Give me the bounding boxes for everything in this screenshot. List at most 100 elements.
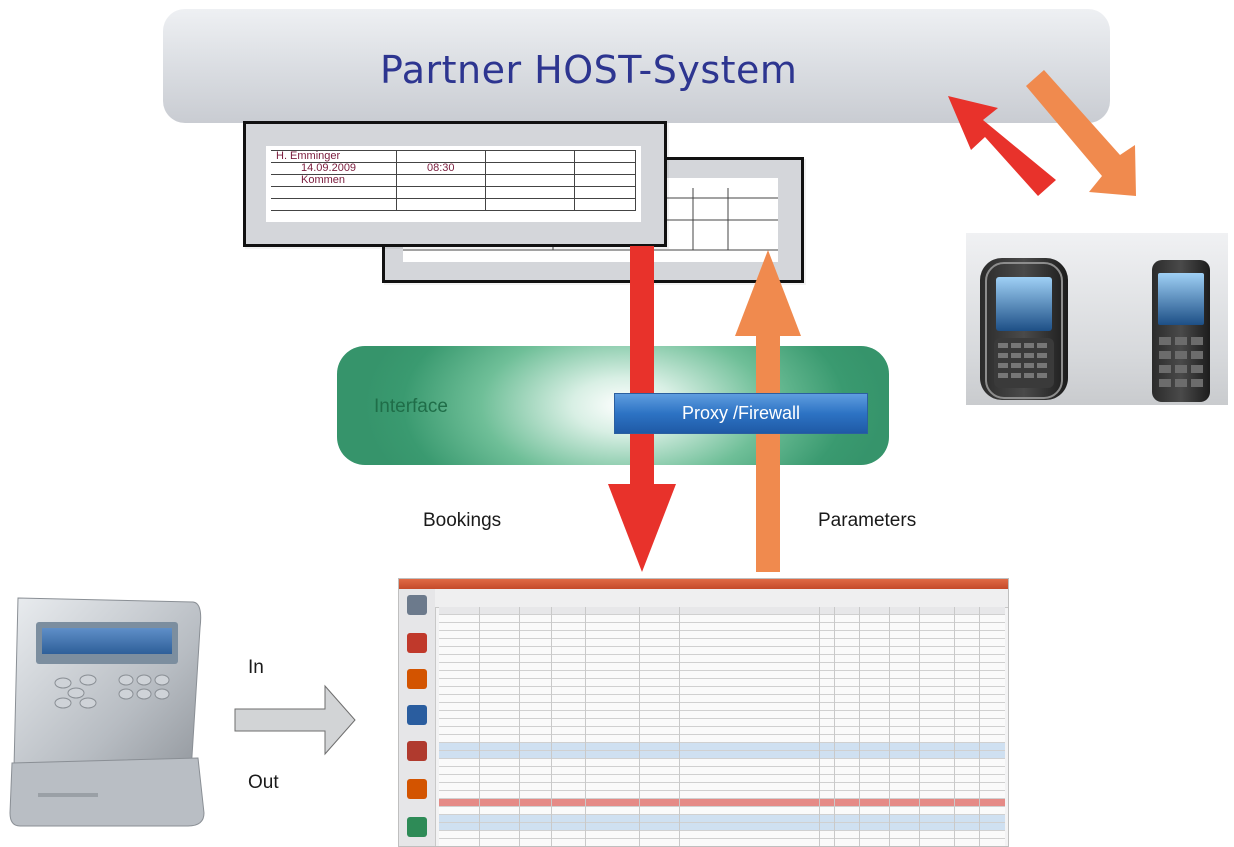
table-cell: 08:30 bbox=[396, 162, 486, 175]
table-row: Kommen bbox=[271, 174, 636, 187]
mobile-phone-icon bbox=[1152, 260, 1210, 402]
grid-row bbox=[439, 719, 1005, 727]
grid-row bbox=[439, 647, 1005, 655]
table-cell bbox=[396, 174, 486, 187]
table-cell bbox=[271, 198, 397, 211]
parameters-arrow bbox=[735, 250, 801, 572]
out-label: Out bbox=[248, 772, 279, 793]
grid-row bbox=[439, 743, 1005, 751]
app-toolbar bbox=[435, 589, 1008, 608]
table-cell: H. Emminger bbox=[271, 150, 397, 163]
sidebar-button bbox=[407, 817, 427, 837]
table-cell bbox=[396, 186, 486, 199]
booking-grid bbox=[439, 607, 1005, 846]
sidebar-button bbox=[407, 633, 427, 653]
table-cell bbox=[574, 150, 636, 163]
grid-column-line bbox=[585, 607, 586, 846]
interface-label: Interface bbox=[374, 396, 448, 417]
grid-column-line bbox=[639, 607, 640, 846]
table-cell bbox=[396, 198, 486, 211]
table-cell bbox=[485, 198, 575, 211]
sidebar-button bbox=[407, 705, 427, 725]
grid-column-line bbox=[479, 607, 480, 846]
grid-row bbox=[439, 631, 1005, 639]
document-front-sheet: H. Emminger 14.09.2009 08:30 Kommen bbox=[266, 146, 641, 222]
sidebar-button bbox=[407, 779, 427, 799]
grid-column-line bbox=[889, 607, 890, 846]
grid-row bbox=[439, 735, 1005, 743]
table-row: H. Emminger bbox=[271, 150, 636, 163]
table-row: 14.09.2009 08:30 bbox=[271, 162, 636, 175]
grid-row bbox=[439, 711, 1005, 719]
time-tracking-app-screenshot bbox=[398, 578, 1009, 847]
grid-column-line bbox=[819, 607, 820, 846]
grid-row bbox=[439, 615, 1005, 623]
grid-row bbox=[439, 639, 1005, 647]
booking-record-table: H. Emminger 14.09.2009 08:30 Kommen bbox=[271, 150, 636, 211]
grid-row bbox=[439, 783, 1005, 791]
table-cell bbox=[485, 150, 575, 163]
table-cell: Kommen bbox=[271, 174, 397, 187]
parameters-label: Parameters bbox=[818, 510, 917, 531]
sidebar-button bbox=[407, 669, 427, 689]
grid-row bbox=[439, 671, 1005, 679]
grid-row bbox=[439, 695, 1005, 703]
grid-row bbox=[439, 775, 1005, 783]
grid-row bbox=[439, 751, 1005, 759]
grid-row bbox=[439, 823, 1005, 831]
table-row bbox=[271, 186, 636, 199]
grid-column-line bbox=[551, 607, 552, 846]
grid-row bbox=[439, 839, 1005, 846]
grid-column-line bbox=[859, 607, 860, 846]
grid-row bbox=[439, 655, 1005, 663]
app-titlebar bbox=[399, 579, 1008, 589]
grid-row bbox=[439, 679, 1005, 687]
grid-row bbox=[439, 607, 1005, 615]
sidebar-button bbox=[407, 741, 427, 761]
table-cell bbox=[271, 186, 397, 199]
grid-row bbox=[439, 767, 1005, 775]
host-title: Partner HOST-System bbox=[380, 48, 798, 92]
table-cell bbox=[574, 186, 636, 199]
grid-column-line bbox=[954, 607, 955, 846]
table-cell bbox=[574, 162, 636, 175]
proxy-firewall-box: Proxy /Firewall bbox=[614, 393, 868, 434]
table-cell bbox=[485, 174, 575, 187]
grid-column-line bbox=[519, 607, 520, 846]
grid-row bbox=[439, 815, 1005, 823]
grid-row bbox=[439, 663, 1005, 671]
grid-row bbox=[439, 799, 1005, 807]
time-clock-terminal-icon bbox=[8, 588, 208, 828]
grid-row bbox=[439, 727, 1005, 735]
bookings-label: Bookings bbox=[423, 510, 502, 531]
grid-row bbox=[439, 703, 1005, 711]
table-cell: 14.09.2009 bbox=[271, 162, 397, 175]
bookings-arrow bbox=[608, 246, 676, 572]
app-sidebar bbox=[399, 589, 436, 846]
phones-to-host-arrow bbox=[948, 96, 1056, 196]
in-label: In bbox=[248, 657, 264, 678]
document-front: H. Emminger 14.09.2009 08:30 Kommen bbox=[243, 121, 667, 247]
host-to-phones-arrow bbox=[1026, 70, 1136, 196]
table-cell bbox=[574, 198, 636, 211]
grid-row bbox=[439, 687, 1005, 695]
grid-row bbox=[439, 623, 1005, 631]
grid-row bbox=[439, 791, 1005, 799]
grid-row bbox=[439, 759, 1005, 767]
in-out-arrow bbox=[234, 684, 356, 756]
sidebar-button bbox=[407, 595, 427, 615]
grid-column-line bbox=[919, 607, 920, 846]
table-cell bbox=[485, 162, 575, 175]
grid-row bbox=[439, 807, 1005, 815]
mobile-devices-panel bbox=[966, 233, 1228, 405]
table-cell bbox=[574, 174, 636, 187]
table-cell bbox=[485, 186, 575, 199]
grid-row bbox=[439, 831, 1005, 839]
table-cell bbox=[396, 150, 486, 163]
smartphone-icon bbox=[980, 258, 1210, 402]
table-row bbox=[271, 198, 636, 211]
grid-column-line bbox=[679, 607, 680, 846]
grid-column-line bbox=[834, 607, 835, 846]
grid-column-line bbox=[979, 607, 980, 846]
